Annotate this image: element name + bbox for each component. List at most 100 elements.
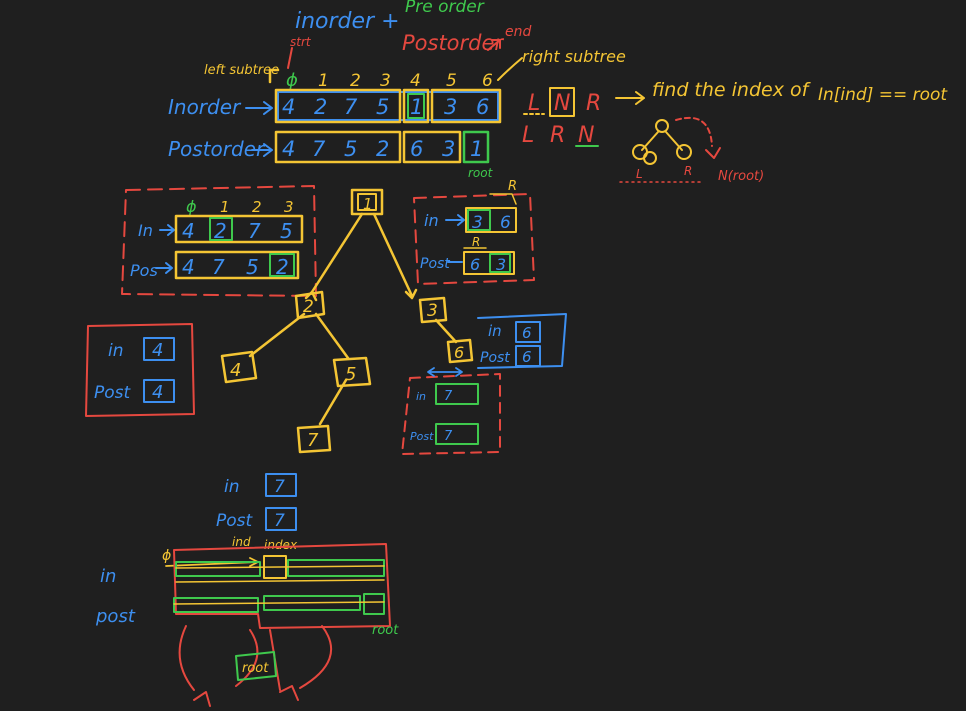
right-R-note-2: R [472, 235, 480, 249]
right-subtree-dashed-box [413, 193, 535, 285]
bottom-in-right-bar [287, 559, 385, 577]
bottom-ind: ind [232, 535, 251, 549]
left-in-value: 4 [182, 219, 195, 243]
left-in-value: 5 [280, 219, 293, 243]
tree-node-root-inner [357, 193, 377, 211]
right-post-value: 6 [470, 255, 480, 274]
tree-node-4-label: 4 [230, 360, 241, 381]
bottom-zero: ϕ [162, 548, 171, 564]
left-post-label: Pos [130, 261, 158, 280]
right-subtree-arrow [497, 57, 523, 81]
find-index-expression: In[ind] == root [818, 85, 948, 105]
right-in-arrow [445, 214, 465, 226]
right-in-root-highlight [467, 209, 491, 231]
node7-post-box [435, 423, 479, 445]
index-5: 5 [446, 71, 457, 91]
inorder-value: 2 [314, 95, 327, 119]
node4-in-label: in [108, 341, 124, 361]
node7-in-value: 7 [444, 389, 453, 404]
postorder-value: 6 [410, 137, 423, 161]
left-index-1: 1 [220, 198, 230, 216]
bottom-outline [173, 543, 391, 629]
node7-post-label: Post [410, 430, 434, 443]
index-4: 4 [410, 71, 421, 91]
node4-post-box [143, 379, 175, 403]
inorder-value: 5 [376, 95, 389, 119]
node4-in-value: 4 [152, 340, 163, 361]
end-note: end [505, 24, 531, 40]
left-in-arrow [159, 224, 175, 236]
bottom-index: index [264, 538, 298, 552]
right-subtree-note: right subtree [522, 47, 626, 66]
left-in-box [174, 214, 304, 244]
start-note: strt [290, 35, 312, 49]
node7-dashed-box [401, 373, 501, 455]
postorder-left-subtree-box [274, 130, 402, 164]
left-in-root-highlight [209, 217, 233, 241]
postorder-arrow [251, 143, 273, 157]
inorder-array-box [277, 91, 499, 121]
bottom-root-note: root [372, 623, 399, 638]
right-in-value: 3 [472, 213, 483, 233]
inorder-value: 3 [444, 95, 457, 119]
postorder-label: Postorder [168, 137, 266, 161]
postorder-right-subtree-box [402, 130, 462, 164]
postorder-value: 2 [376, 137, 389, 161]
tree-node-5 [332, 356, 372, 388]
bottom-post-line [173, 601, 385, 605]
node7-post-value: 7 [444, 429, 453, 444]
tree-node-6-label: 6 [454, 343, 464, 362]
postorder-value: 7 [312, 137, 326, 161]
right-post-root-highlight [489, 253, 511, 273]
left-post-arrow [155, 262, 173, 274]
node4-post-value: 4 [152, 382, 163, 403]
tree-node-2-label: 2 [303, 297, 314, 317]
right-R-note-1: R [508, 179, 517, 194]
leaf7-in-value: 7 [274, 477, 285, 497]
tree-node-6 [446, 338, 474, 364]
lnr-arrow [615, 91, 645, 105]
node7-double-arrow [427, 367, 463, 377]
left-in-label: In [138, 221, 153, 240]
bottom-left-loop [178, 625, 259, 691]
left-in-value: 2 [214, 219, 227, 243]
postorder-arrow [487, 39, 501, 51]
bottom-right-loop [269, 625, 332, 691]
node6-post-box [515, 345, 541, 367]
left-post-value: 5 [246, 255, 259, 279]
inorder-value: 4 [282, 95, 295, 119]
header-postorder-text: Postorder [402, 31, 504, 55]
node4-arrays-box [85, 323, 195, 417]
bottom-root-node [235, 651, 277, 681]
inorder-label: Inorder [168, 95, 242, 119]
left-index-2: 2 [252, 198, 262, 216]
inorder-value: 1 [410, 95, 423, 119]
left-index-0: ϕ [186, 197, 197, 216]
left-subtree-dashed-box [121, 185, 317, 297]
lnr-R: R [586, 91, 601, 116]
node6-post-value: 6 [522, 348, 532, 366]
right-in-value: 6 [500, 213, 511, 233]
right-post-label: Post [420, 256, 450, 272]
tree-node-7 [296, 424, 332, 454]
mini-tree-dashed-arc [675, 116, 713, 147]
left-post-value: 7 [212, 255, 225, 279]
tree-node-root-label: 1 [363, 195, 373, 213]
tree-node-5-label: 5 [345, 364, 356, 385]
start-arrow [287, 47, 293, 69]
tree-node-2 [294, 290, 326, 320]
inorder-left-subtree-box [274, 88, 402, 124]
tree-node-4 [220, 350, 258, 384]
node7-in-label: in [416, 390, 426, 403]
node6-post-label: Post [480, 350, 510, 366]
index-3: 3 [380, 71, 391, 91]
lrn-L: L [522, 123, 534, 148]
node4-post-label: Post [94, 383, 132, 403]
right-in-label: in [424, 211, 439, 230]
postorder-value: 4 [282, 137, 295, 161]
lrn-N: N [578, 123, 594, 148]
index-6: 6 [482, 71, 493, 91]
node6-in-value: 6 [522, 324, 532, 342]
left-post-root-highlight [269, 253, 295, 277]
